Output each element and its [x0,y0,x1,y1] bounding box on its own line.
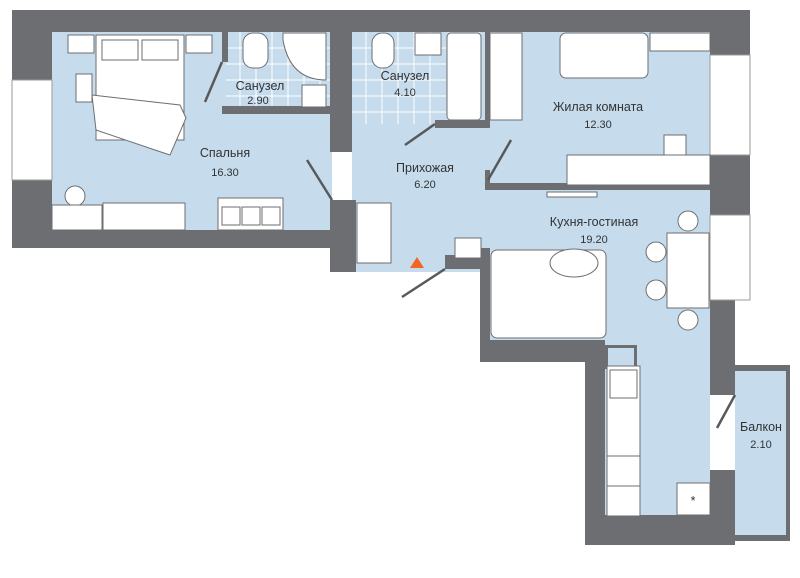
coffee-table [549,248,599,278]
room-name-balcony: Балкон [740,420,782,434]
dresser [102,202,186,231]
bathroom-tiles [226,32,446,124]
room-area-bath1: 2.90 [247,95,268,107]
room-name-hall: Прихожая [396,161,454,175]
vent-icon: * [691,494,696,508]
nightstand [67,34,95,54]
room-area-balcony: 2.10 [750,439,771,451]
chair [663,134,687,156]
balcony-floor [735,370,787,535]
fridge-niche [454,237,482,259]
plant [64,185,86,207]
stove [606,455,641,487]
kitchen-sink [609,369,638,399]
room-area-kitchen: 19.20 [580,234,608,246]
dining-table [666,232,710,309]
window-bedroom [11,79,53,181]
entrance-marker-icon [410,257,424,268]
sofa-living [559,32,649,79]
sink [301,84,327,108]
room-name-bath1: Санузел [236,79,285,93]
room-labels: Спальня 16.30 Санузел 2.90 Санузел 4.10 … [200,69,782,451]
room-area-living: 12.30 [584,119,612,131]
room-area-hall: 6.20 [414,179,435,191]
toilet [242,32,269,69]
toilet [371,32,395,69]
nightstand [185,34,213,54]
window-kitchen [709,214,751,301]
doors [203,61,737,429]
room-name-bedroom: Спальня [200,146,250,160]
shower [282,32,327,81]
bathtub [446,32,482,121]
room-name-bath2: Санузел [381,69,430,83]
room-name-living: Жилая комната [553,100,643,114]
bookshelf [649,32,711,52]
furniture [51,32,711,517]
wardrobe-entry [356,202,392,264]
window-living [709,54,751,156]
walls [12,10,790,545]
wardrobe-hall [489,32,523,121]
tv [546,191,598,198]
sink [414,32,442,56]
desk [566,154,711,186]
room-area-bath2: 4.10 [394,87,415,99]
room-name-kitchen: Кухня-гостиная [550,215,638,229]
windows [11,54,751,301]
room-area-bedroom: 16.30 [211,167,239,179]
